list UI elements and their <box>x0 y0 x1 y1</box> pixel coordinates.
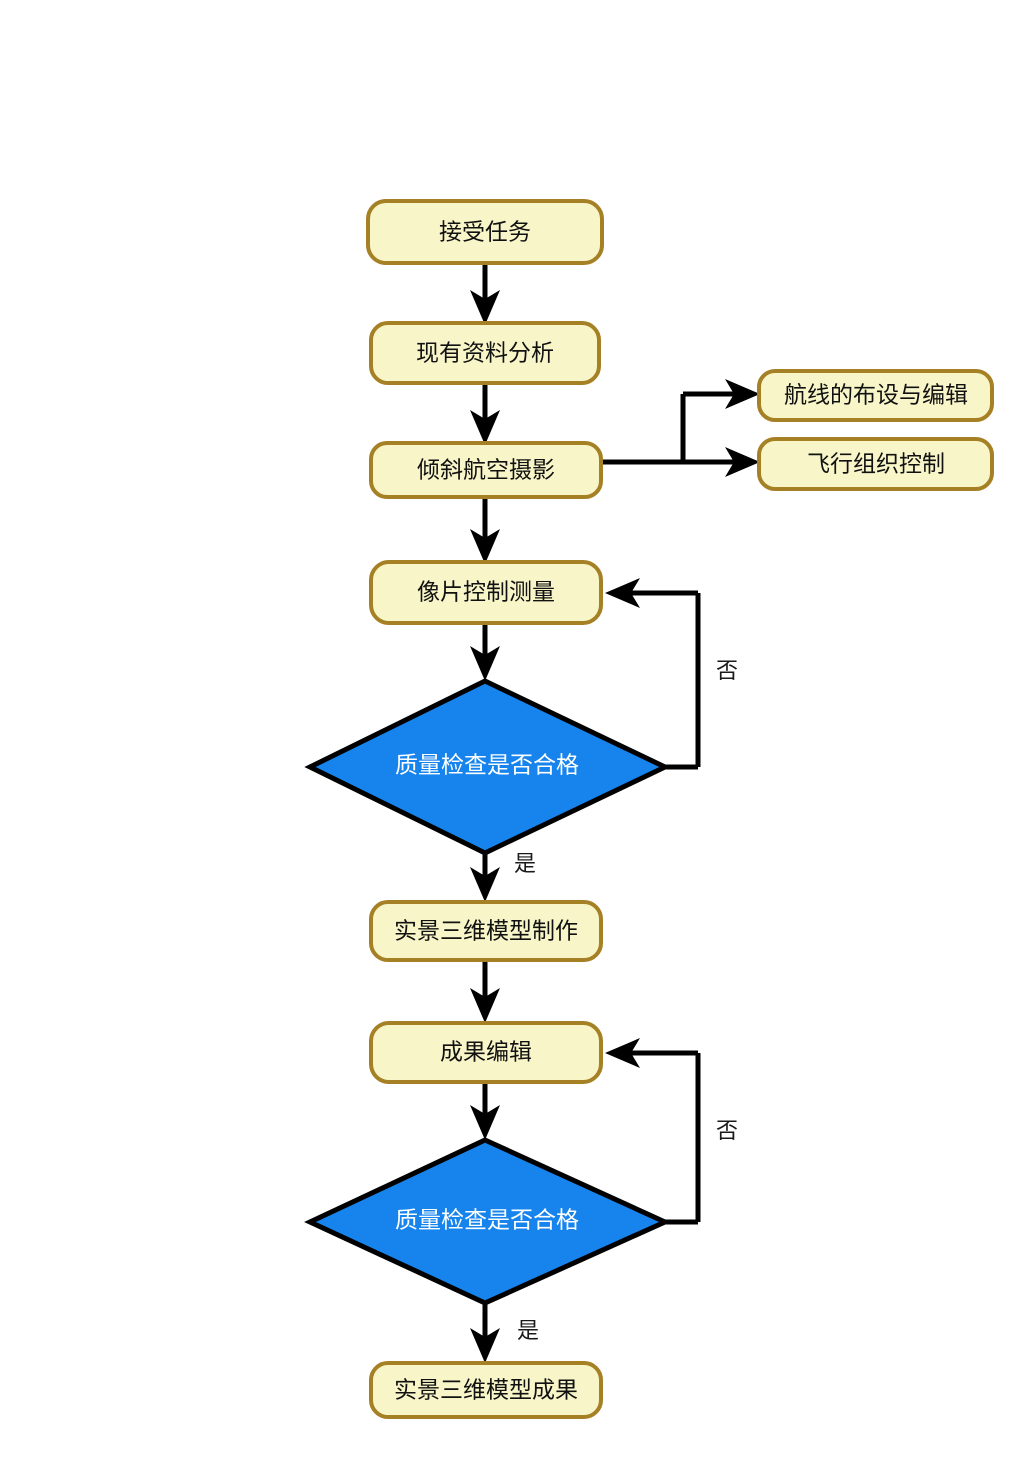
node-result-editing[interactable]: 成果编辑 <box>369 1021 603 1084</box>
node-quality-check-2-label: 质量检查是否合格 <box>395 1208 579 1234</box>
edge-label-check2-no: 否 <box>716 1119 738 1144</box>
edge-control-survey-to-check1 <box>470 623 500 681</box>
edge-label-check2-yes: 是 <box>517 1319 539 1344</box>
node-oblique-aerial-photography[interactable]: 倾斜航空摄影 <box>369 441 603 499</box>
node-existing-data-analysis-label: 现有资料分析 <box>416 341 554 367</box>
edge-result-edit-to-check2 <box>470 1082 500 1140</box>
node-flight-organization-control[interactable]: 飞行组织控制 <box>757 437 994 491</box>
node-3d-model-production-label: 实景三维模型制作 <box>394 919 578 945</box>
edge-check2-yes-to-final-result <box>470 1303 500 1363</box>
edge-check1-no-loopback <box>605 578 701 770</box>
node-quality-check-1-label: 质量检查是否合格 <box>395 753 579 779</box>
node-quality-check-1[interactable]: 质量检查是否合格 <box>304 678 671 856</box>
node-quality-check-2[interactable]: 质量检查是否合格 <box>304 1137 672 1306</box>
node-photo-control-survey[interactable]: 像片控制测量 <box>369 560 603 625</box>
node-3d-model-production[interactable]: 实景三维模型制作 <box>369 900 603 962</box>
edge-label-check1-yes: 是 <box>514 852 536 877</box>
edge-accept-to-analysis <box>470 263 500 325</box>
node-accept-task[interactable]: 接受任务 <box>366 199 604 265</box>
edge-analysis-to-photography <box>470 383 500 445</box>
edge-check2-no-loopback <box>605 1038 701 1225</box>
node-oblique-aerial-photography-label: 倾斜航空摄影 <box>417 458 555 484</box>
edge-arrow-to-flight-control <box>725 447 760 477</box>
node-route-layout-editing-label: 航线的布设与编辑 <box>784 383 968 409</box>
edge-arrow-to-route-planning <box>725 379 760 409</box>
edge-photography-branch-trunk <box>602 391 740 465</box>
edge-label-check1-no: 否 <box>716 659 738 684</box>
node-3d-model-deliverable-label: 实景三维模型成果 <box>394 1378 578 1404</box>
node-flight-organization-control-label: 飞行组织控制 <box>807 452 945 478</box>
node-result-editing-label: 成果编辑 <box>440 1040 532 1066</box>
node-route-layout-editing[interactable]: 航线的布设与编辑 <box>757 369 994 422</box>
edge-model-build-to-result-edit <box>470 960 500 1023</box>
edge-photography-to-control-survey <box>470 497 500 564</box>
node-existing-data-analysis[interactable]: 现有资料分析 <box>369 321 601 385</box>
node-accept-task-label: 接受任务 <box>439 220 531 246</box>
node-3d-model-deliverable[interactable]: 实景三维模型成果 <box>369 1361 603 1419</box>
node-photo-control-survey-label: 像片控制测量 <box>417 580 555 606</box>
edge-check1-yes-to-model-build <box>470 853 500 902</box>
